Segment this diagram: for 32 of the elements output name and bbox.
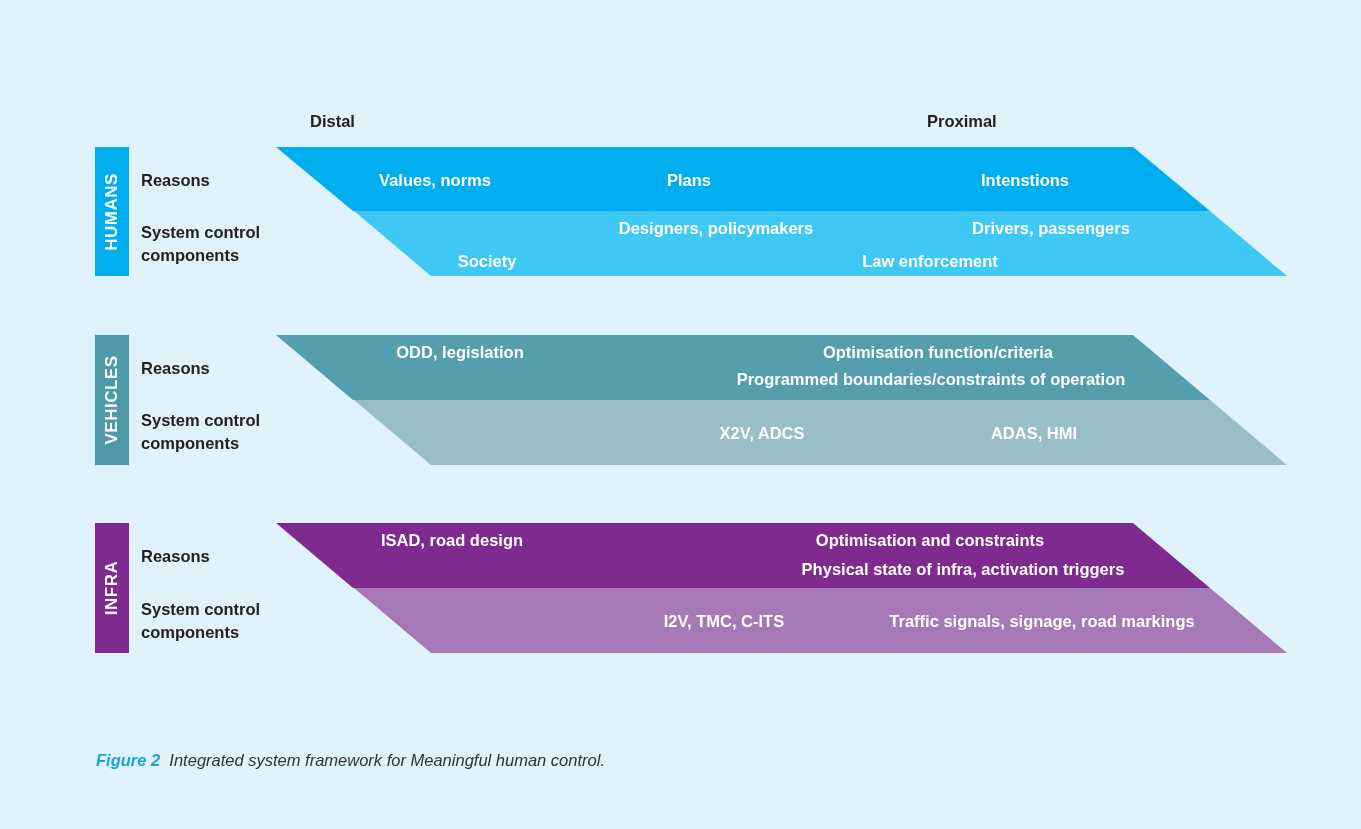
axis-label: Proximal <box>927 110 997 132</box>
category-bar <box>95 523 129 653</box>
category-label: HUMANS <box>102 172 122 251</box>
row-label: System control components <box>141 599 262 643</box>
axis-label: Distal <box>310 110 355 132</box>
band-text: ISAD, road design <box>380 530 524 550</box>
row-label: Reasons <box>141 169 210 191</box>
band-text: Society <box>457 251 517 271</box>
band-text: ODD, legislation <box>396 342 524 362</box>
row-label: System control components <box>141 410 262 454</box>
band-text: Law enforcement <box>862 251 998 271</box>
figure-caption: Figure 2 Integrated system framework for Meaningful human control. <box>96 751 605 770</box>
category-bar <box>95 335 129 465</box>
band-text: ADAS, HMI <box>990 423 1078 443</box>
row-label: Reasons <box>141 357 210 379</box>
row-label: System control components <box>141 222 262 266</box>
band-text: Traffic signals, signage, road markings <box>889 611 1195 631</box>
band-text: Optimisation function/criteria <box>822 342 1054 362</box>
band-text: X2V, ADCS <box>719 423 805 443</box>
band-text: Optimisation and constraints <box>815 530 1045 550</box>
band-text: Designers, policymakers <box>618 218 814 238</box>
band-text: I2V, TMC, C-ITS <box>663 611 785 631</box>
category-bar <box>95 147 129 276</box>
band-text: Plans <box>667 170 711 190</box>
band-text: Programmed boundaries/constraints of operation <box>736 369 1126 389</box>
row-label: Reasons <box>141 545 210 567</box>
category-label: VEHICLES <box>102 355 122 445</box>
band-text: Values, norms <box>379 170 491 190</box>
band-text: Physical state of infra, activation triggers <box>801 559 1125 579</box>
category-label: INFRA <box>102 560 122 616</box>
band-text: Drivers, passengers <box>972 218 1130 238</box>
band-text: Intenstions <box>981 170 1069 190</box>
